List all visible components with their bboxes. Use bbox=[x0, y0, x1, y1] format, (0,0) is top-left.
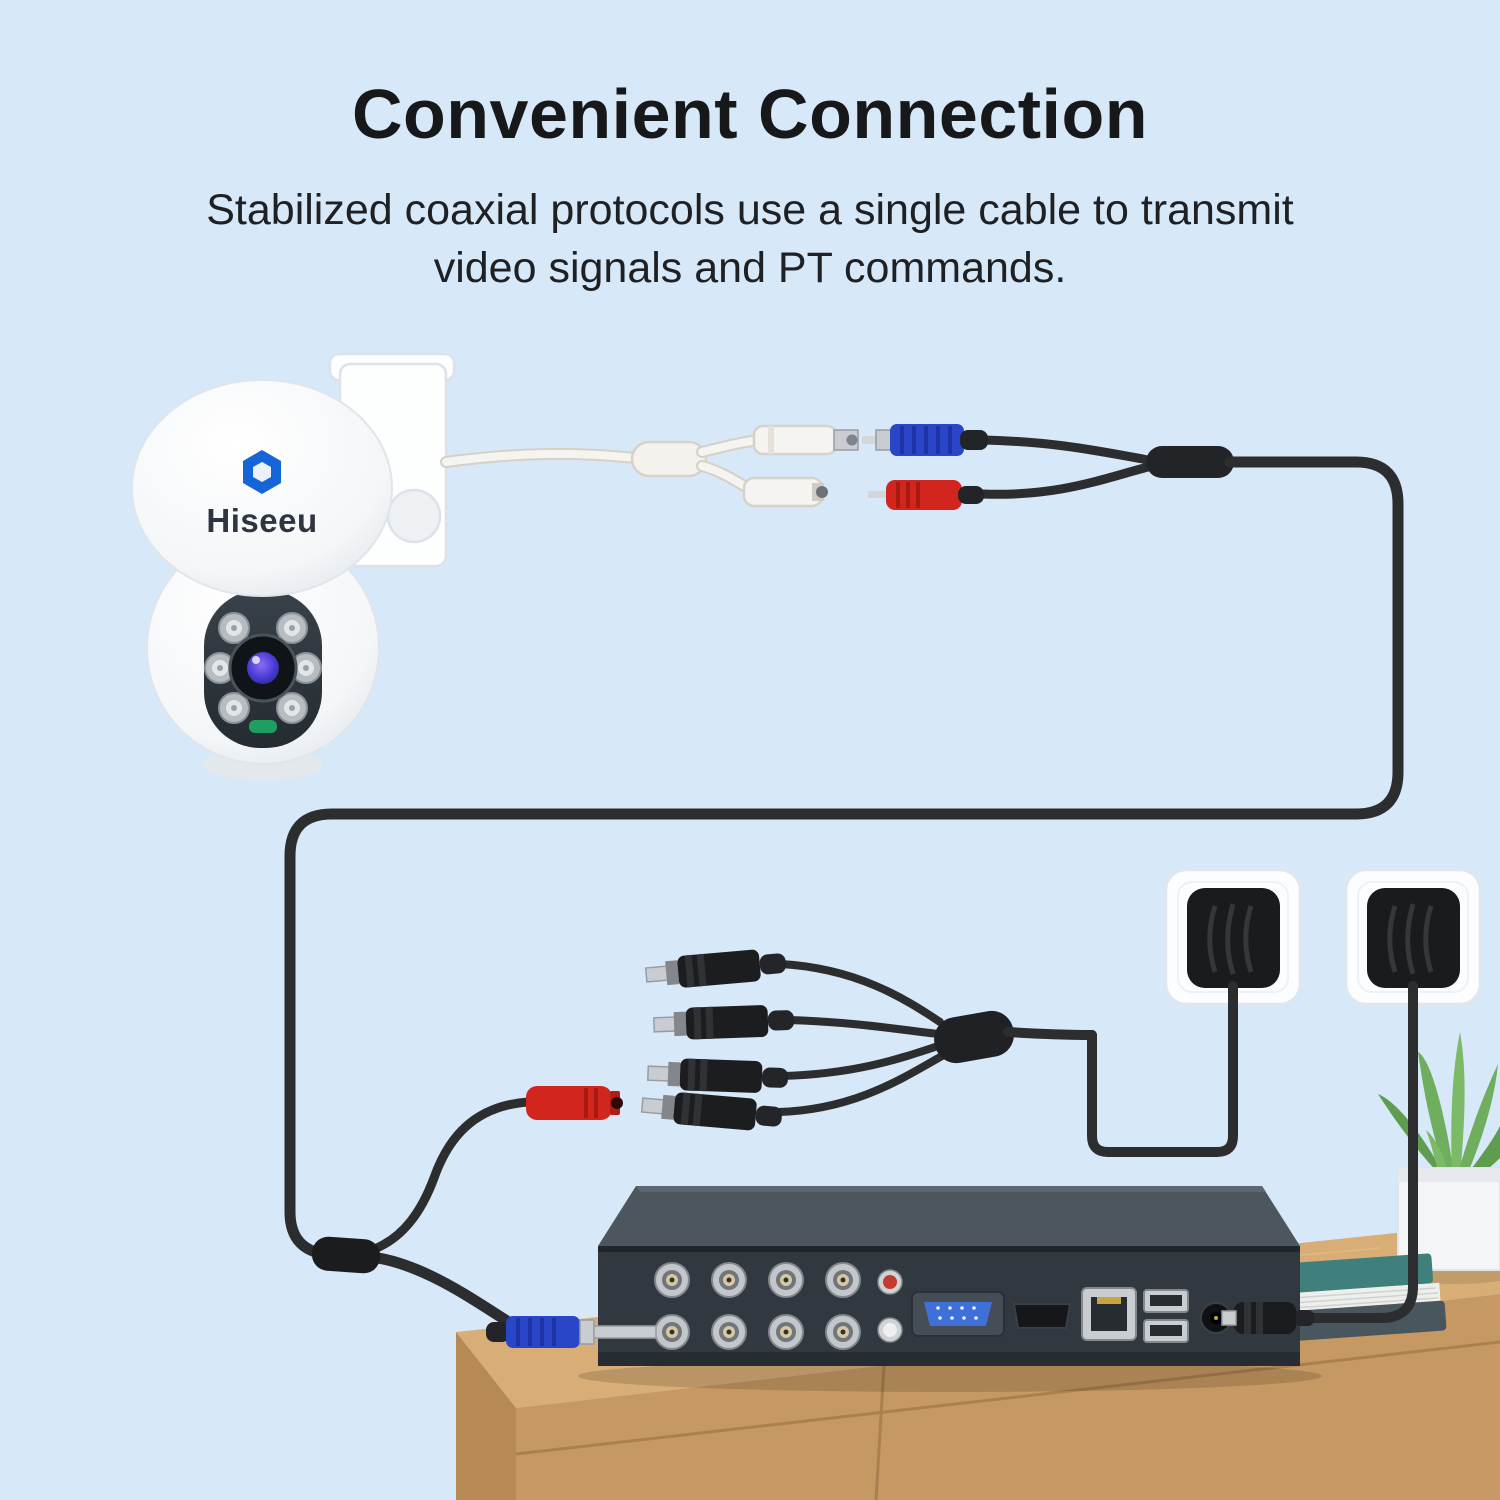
security-camera: Hiseeu bbox=[131, 352, 456, 780]
power-adapter-1 bbox=[1187, 888, 1280, 988]
splitter-plug-1 bbox=[644, 946, 788, 992]
subtitle-line-2: video signals and PT commands. bbox=[433, 243, 1067, 292]
plant-leaf bbox=[1418, 1052, 1454, 1180]
dvr-bnc-plug bbox=[486, 1316, 657, 1348]
camera-lens bbox=[228, 633, 298, 703]
adapter-cable-1 bbox=[1087, 981, 1238, 1157]
books bbox=[1287, 1253, 1447, 1341]
splitter-plug-4 bbox=[640, 1088, 784, 1134]
status-led bbox=[249, 720, 277, 733]
splitter-trunk-cable bbox=[1003, 1027, 1097, 1040]
camera-pigtail-cable bbox=[440, 424, 859, 508]
bnc-male-blue bbox=[862, 424, 1159, 466]
dc-male-red bbox=[868, 461, 1157, 510]
ethernet-port bbox=[1081, 1287, 1137, 1341]
plant-leaf bbox=[1456, 1064, 1498, 1182]
hdmi-port bbox=[1012, 1303, 1072, 1329]
dvr bbox=[578, 1186, 1322, 1392]
hiseeu-logo: Hiseeu bbox=[206, 450, 317, 539]
bnc-female-white bbox=[752, 424, 859, 456]
adapter-cable-2 bbox=[1295, 981, 1418, 1323]
plant-leaf bbox=[1451, 1032, 1465, 1178]
subtitle-line-1: Stabilized coaxial protocols use a singl… bbox=[206, 186, 1294, 234]
usb-ports bbox=[1143, 1289, 1189, 1343]
dvr-top bbox=[598, 1186, 1300, 1246]
camera-main-cable bbox=[284, 456, 1404, 1338]
splitter-plug-3 bbox=[646, 1056, 790, 1095]
cable-junction bbox=[1146, 446, 1234, 478]
ferrite-bead bbox=[311, 1236, 381, 1274]
vga-port bbox=[911, 1291, 1005, 1337]
power-branch-cable bbox=[367, 1097, 533, 1255]
splitter-plug-2 bbox=[652, 1003, 796, 1042]
hiseeu-logo-text: Hiseeu bbox=[206, 502, 317, 539]
camera-face bbox=[204, 590, 322, 748]
dvr-power-plug bbox=[1221, 1302, 1314, 1334]
rca-ports bbox=[877, 1269, 903, 1343]
dc-female-red bbox=[526, 1086, 623, 1120]
page-title: Convenient Connection bbox=[351, 75, 1149, 153]
power-adapter-2 bbox=[1367, 888, 1460, 988]
page-subtitle: Stabilized coaxial protocols use a singl… bbox=[0, 182, 1500, 297]
splitter-junction bbox=[934, 1010, 1014, 1064]
power-splitter bbox=[640, 946, 1097, 1134]
dc-female-white bbox=[742, 476, 828, 508]
